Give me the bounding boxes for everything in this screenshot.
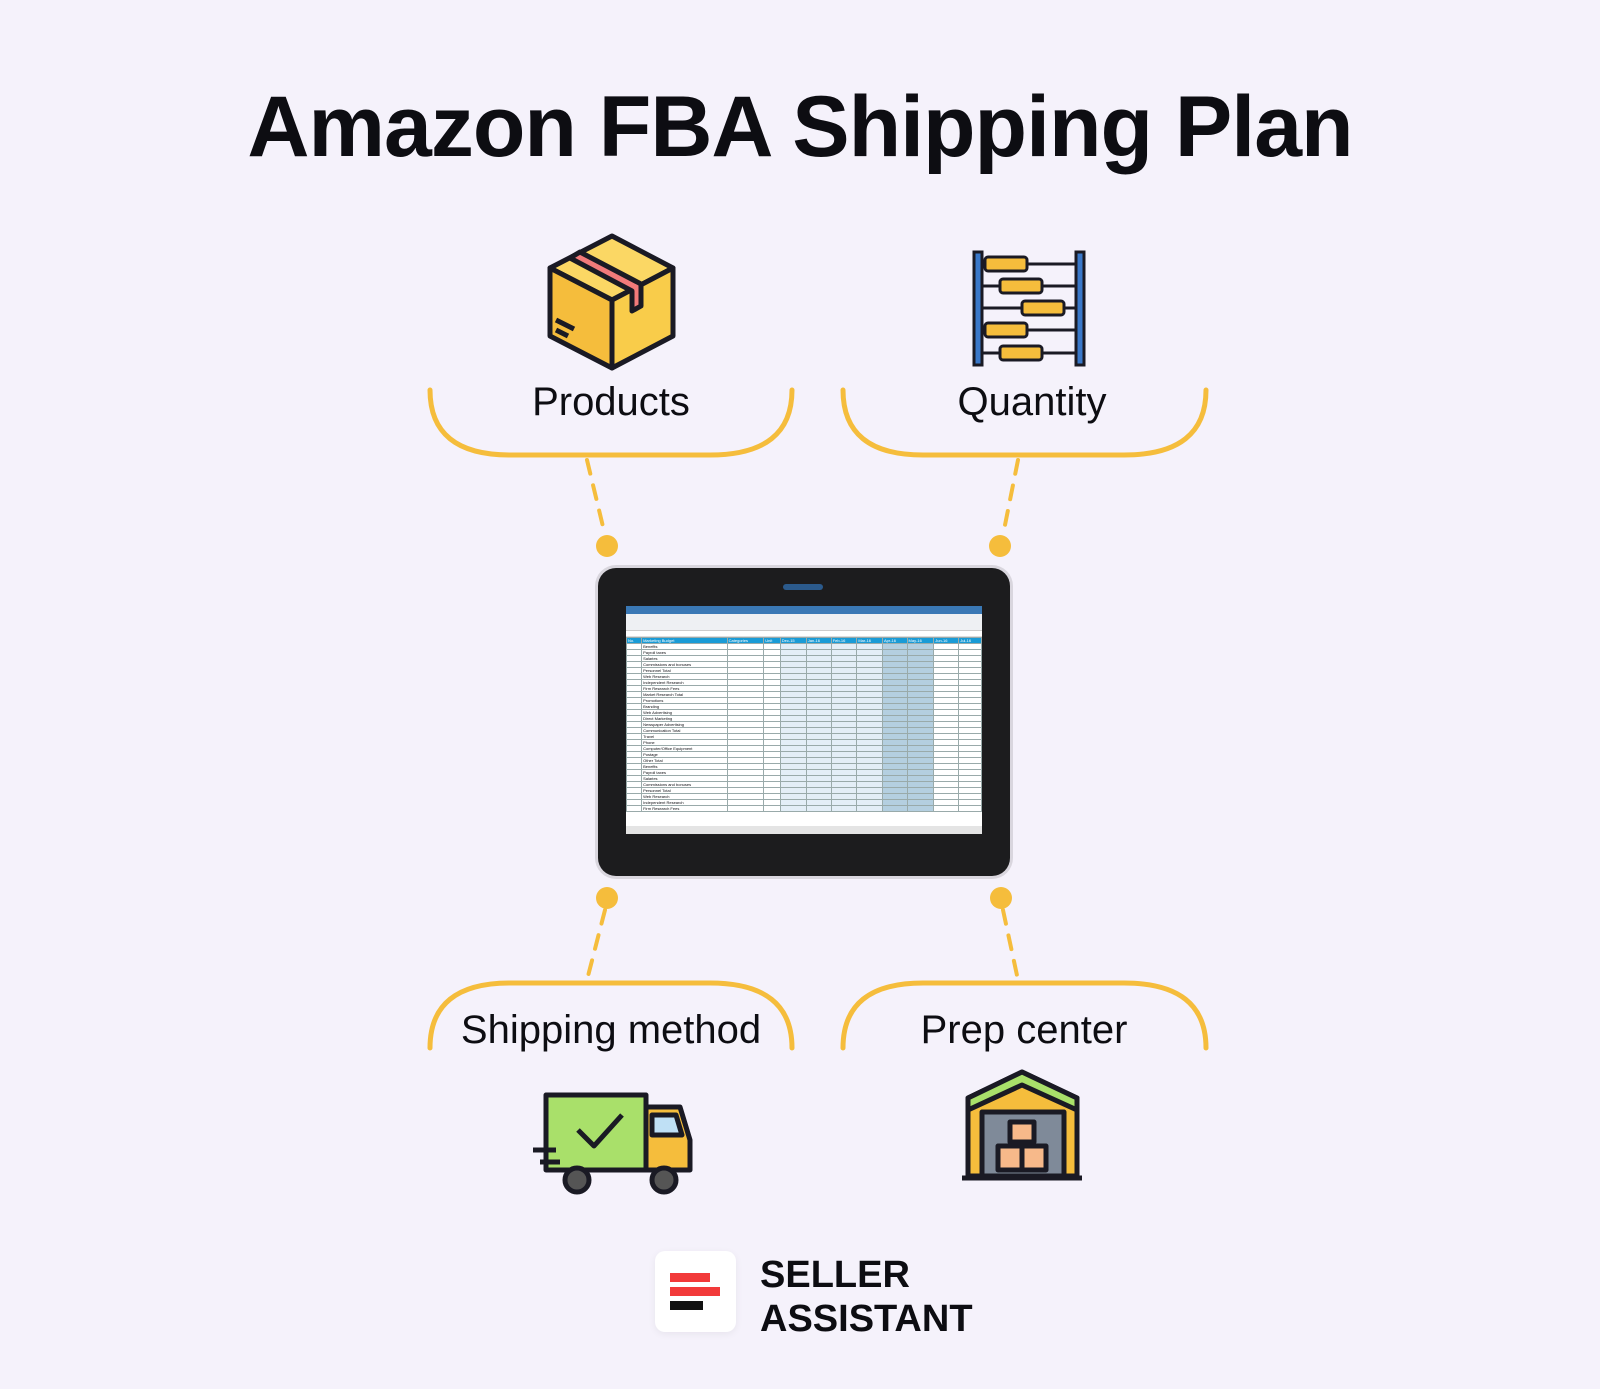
dot-products [596,535,618,557]
sheet-row: Travel [626,733,982,740]
sheet-cell [805,805,832,812]
sheet-cell [906,805,935,812]
sheet-cell [726,805,765,812]
sheet-row: Salaries [626,775,982,782]
warehouse-icon [962,1069,1082,1181]
sheet-row: Firm Research Fees [626,805,982,812]
sheet-row: Payroll taxes [626,769,982,776]
sheet-cell [779,805,807,812]
sheet-cell [856,805,883,812]
abacus-icon [972,250,1086,367]
dash-products [585,458,607,537]
sheet-row: Computer/Office Equipment [626,745,982,752]
seller-assistant-logo [655,1251,736,1332]
brand-name: SELLER ASSISTANT [760,1253,973,1341]
sheet-tabs [626,826,982,834]
tablet-speaker [783,584,823,590]
node-label-products: Products [532,380,690,424]
cardboard-box-icon [547,233,676,371]
node-label-shipping-method: Shipping method [460,1008,762,1052]
node-label-quantity: Quantity [957,380,1107,424]
dot-shipping [596,887,618,909]
brand-line-1: SELLER [760,1254,910,1296]
sheet-row: Newspaper Advertising [626,721,982,728]
sheet-row: Independent Research [626,679,982,686]
sheet-cell [958,805,982,812]
sheet-row: Personnel Total [626,667,982,674]
sheet-cell [763,805,781,812]
sheet-row: Phone [626,739,982,746]
bracket-prep [840,980,1209,1051]
sheet-row: Direct Marketing [626,715,982,722]
sheet-row: Commissions and bonuses [626,661,982,668]
dash-shipping [585,908,607,982]
sheet-cell [830,805,858,812]
sheet-row: Promotions [626,697,982,704]
sheet-cell [626,805,643,812]
bracket-products [427,387,795,458]
sheet-row: Postage [626,751,982,758]
delivery-truck-icon [533,1092,693,1195]
node-label-prep-center: Prep center [920,1008,1128,1052]
bracket-quantity [840,387,1209,458]
sheet-cell [881,805,908,812]
sheet-cell [933,805,960,812]
sheet-cell: Firm Research Fees [641,805,728,812]
bracket-shipping [427,980,795,1051]
logo-bars-icon [670,1273,720,1310]
dot-prep [990,887,1012,909]
dash-prep [1001,908,1020,982]
brand-line-2: ASSISTANT [760,1298,973,1340]
sheet-row: Other Total [626,757,982,764]
dash-quantity [1001,458,1020,537]
page-title: Amazon FBA Shipping Plan [247,79,1353,175]
dot-quantity [989,535,1011,557]
